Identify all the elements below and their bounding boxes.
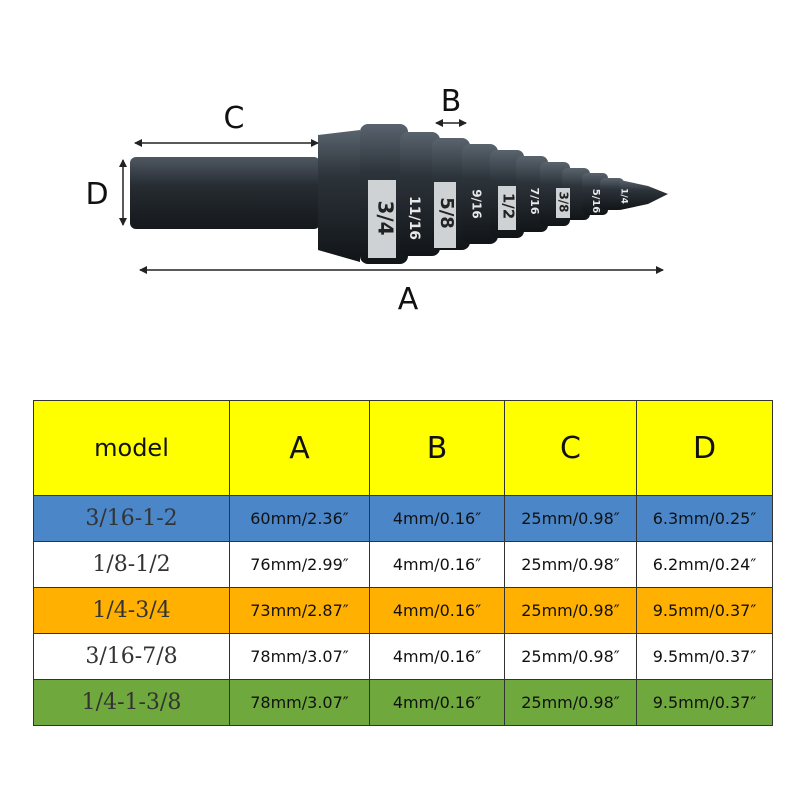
cell-d: 6.3mm/0.25″: [636, 495, 773, 542]
cell-model: 3/16-1-2: [33, 495, 230, 542]
step-label-11-16: 11/16: [406, 196, 422, 240]
table-row: 3/16-7/8 78mm/3.07″ 4mm/0.16″ 25mm/0.98″…: [33, 633, 773, 680]
cell-c: 25mm/0.98″: [504, 679, 637, 726]
dimension-label-c: C: [223, 101, 245, 136]
header-b: B: [369, 400, 505, 496]
cell-c: 25mm/0.98″: [504, 587, 637, 634]
cell-c: 25mm/0.98″: [504, 541, 637, 588]
cell-a: 78mm/3.07″: [229, 633, 370, 680]
cell-a: 73mm/2.87″: [229, 587, 370, 634]
table-row: 3/16-1-2 60mm/2.36″ 4mm/0.16″ 25mm/0.98″…: [33, 495, 773, 542]
cell-b: 4mm/0.16″: [369, 679, 505, 726]
header-model: model: [33, 400, 230, 496]
table-row: 1/4-3/4 73mm/2.87″ 4mm/0.16″ 25mm/0.98″ …: [33, 587, 773, 634]
step-label-3-4: 3/4: [374, 200, 398, 235]
cell-model: 1/8-1/2: [33, 541, 230, 588]
cell-model: 1/4-1-3/8: [33, 679, 230, 726]
step-label-7-16: 7/16: [528, 188, 541, 215]
cell-b: 4mm/0.16″: [369, 587, 505, 634]
step-label-3-8: 3/8: [557, 191, 571, 212]
table-row: 1/4-1-3/8 78mm/3.07″ 4mm/0.16″ 25mm/0.98…: [33, 679, 773, 726]
cell-a: 76mm/2.99″: [229, 541, 370, 588]
cell-d: 9.5mm/0.37″: [636, 633, 773, 680]
cell-model: 1/4-3/4: [33, 587, 230, 634]
cell-c: 25mm/0.98″: [504, 633, 637, 680]
spec-table: model A B C D 3/16-1-2 60mm/2.36″ 4mm/0.…: [33, 400, 773, 726]
cell-model: 3/16-7/8: [33, 633, 230, 680]
step-label-1-4: 1/4: [619, 188, 629, 204]
dimension-label-a: A: [397, 282, 419, 317]
step-marking-panels: [368, 180, 570, 258]
table-row: 1/8-1/2 76mm/2.99″ 4mm/0.16″ 25mm/0.98″ …: [33, 541, 773, 588]
cell-b: 4mm/0.16″: [369, 633, 505, 680]
cell-a: 78mm/3.07″: [229, 679, 370, 726]
step-label-5-8: 5/8: [436, 197, 457, 229]
step-label-9-16: 9/16: [470, 189, 484, 218]
cell-b: 4mm/0.16″: [369, 495, 505, 542]
header-d: D: [636, 400, 773, 496]
header-a: A: [229, 400, 370, 496]
step-label-1-2: 1/2: [500, 193, 518, 219]
cell-a: 60mm/2.36″: [229, 495, 370, 542]
dimension-label-d: D: [85, 177, 109, 212]
cell-c: 25mm/0.98″: [504, 495, 637, 542]
dimension-label-b: B: [440, 84, 462, 119]
drill-shank: [130, 157, 320, 229]
header-c: C: [504, 400, 637, 496]
step-drill-diagram: 3/4 11/16 5/8 9/16 1/2 7/16 3/8 5/16 1/4: [119, 119, 668, 274]
cell-d: 6.2mm/0.24″: [636, 541, 773, 588]
cell-b: 4mm/0.16″: [369, 541, 505, 588]
cell-d: 9.5mm/0.37″: [636, 587, 773, 634]
cell-d: 9.5mm/0.37″: [636, 679, 773, 726]
table-header-row: model A B C D: [33, 400, 773, 496]
step-label-5-16: 5/16: [590, 189, 601, 214]
